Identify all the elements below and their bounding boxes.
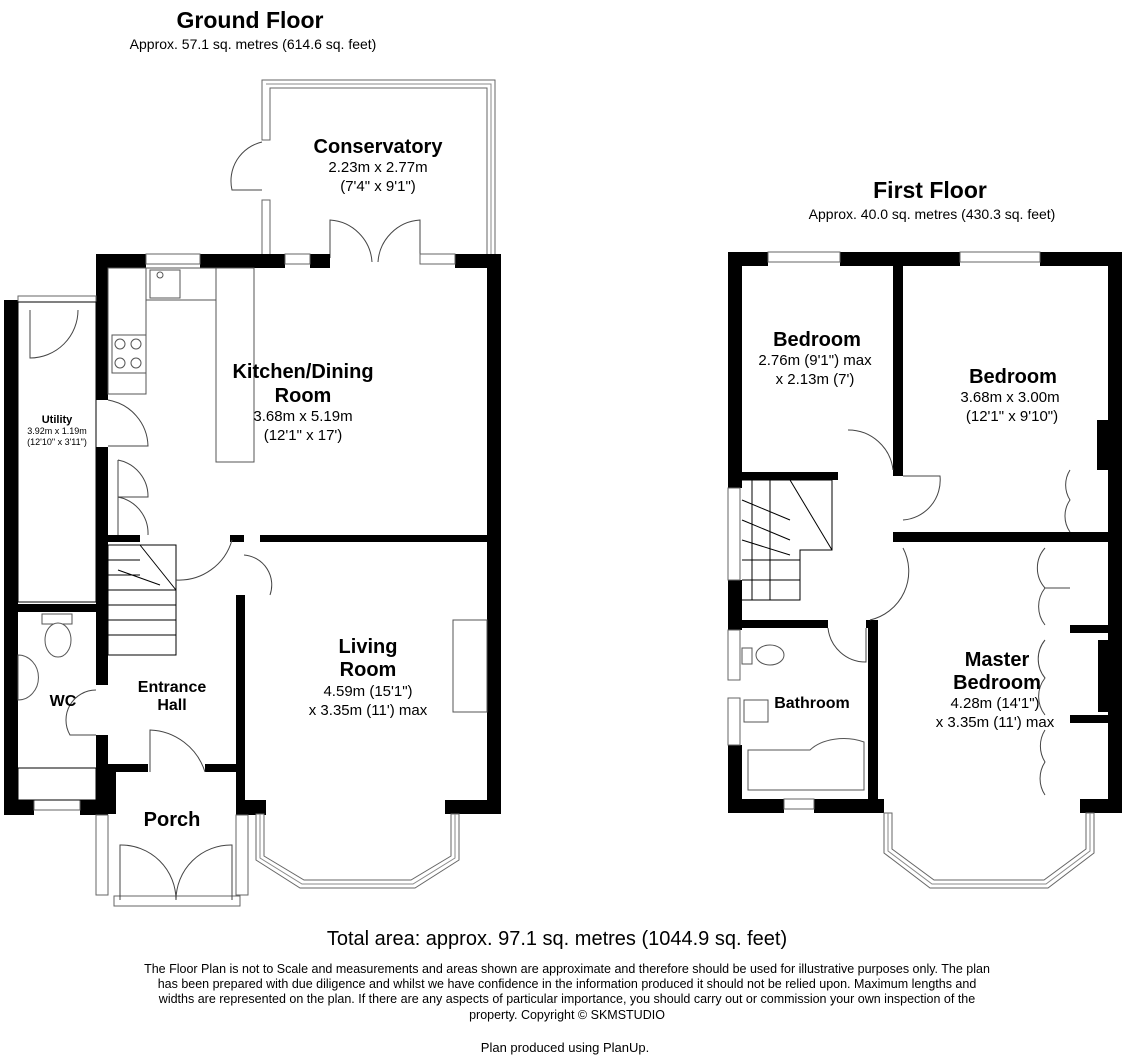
- wc-fixtures: [17, 613, 97, 801]
- first-floor-title: First Floor: [873, 177, 987, 203]
- disclaimer-line-4: property. Copyright © SKMSTUDIO: [469, 1008, 665, 1022]
- first-floor-plan: Bedroom 2.76m (9'1") max x 2.13m (7') Be…: [727, 251, 1122, 889]
- conservatory-dim-metric: 2.23m x 2.77m: [328, 159, 427, 176]
- master-dim-imperial: x 3.35m (11') max: [936, 714, 1055, 731]
- first-floor-walls: [728, 252, 1122, 813]
- entrance-label-line2: Hall: [157, 697, 186, 714]
- bedroom-dim-imperial: (12'1" x 9'10"): [966, 408, 1058, 425]
- disclaimer-line-3: widths are represented on the plan. If t…: [158, 992, 975, 1006]
- living-dim-imperial: x 3.35m (11') max: [309, 702, 428, 719]
- master-dim-metric: 4.28m (14'1"): [950, 695, 1039, 712]
- bathroom-label: Bathroom: [774, 695, 850, 712]
- ground-floor-walls: [4, 254, 501, 815]
- living-label-line1: Living: [339, 636, 398, 658]
- total-area: Total area: approx. 97.1 sq. metres (104…: [327, 928, 787, 950]
- ground-floor-title: Ground Floor: [177, 7, 324, 33]
- ground-staircase: [107, 544, 177, 656]
- living-label-line2: Room: [340, 659, 397, 681]
- bedroom-dim-metric: 3.68m x 3.00m: [960, 389, 1059, 406]
- kitchen-label-line2: Room: [275, 385, 332, 407]
- conservatory-dim-imperial: (7'4" x 9'1"): [340, 178, 416, 195]
- kitchen-dim-imperial: (12'1" x 17'): [264, 427, 343, 444]
- master-label-line2: Bedroom: [953, 672, 1041, 694]
- utility-label: Utility: [42, 414, 73, 426]
- utility-dim-imperial: (12'10" x 3'11"): [27, 437, 87, 447]
- disclaimer-line-1: The Floor Plan is not to Scale and measu…: [144, 962, 990, 976]
- ground-floor-plan: Conservatory 2.23m x 2.77m (7'4" x 9'1"): [4, 79, 501, 907]
- kitchen-label-line1: Kitchen/Dining: [232, 361, 373, 383]
- first-floor-staircase: [741, 479, 833, 601]
- conservatory: Conservatory 2.23m x 2.77m (7'4" x 9'1"): [230, 79, 496, 263]
- utility-dim-metric: 3.92m x 1.19m: [27, 426, 87, 436]
- bedroom-label: Bedroom: [969, 366, 1057, 388]
- porch-label: Porch: [144, 809, 201, 831]
- plan-credit: Plan produced using PlanUp.: [481, 1040, 649, 1055]
- ground-floor-area: Approx. 57.1 sq. metres (614.6 sq. feet): [130, 36, 377, 52]
- bedroom-small-dim-metric: 2.76m (9'1") max: [758, 352, 872, 369]
- wc-label: WC: [50, 693, 77, 710]
- kitchen-units: [107, 267, 255, 463]
- disclaimer-line-2: has been prepared with due diligence and…: [158, 977, 977, 991]
- bedroom-small-dim-imperial: x 2.13m (7'): [776, 371, 855, 388]
- bathroom-fixtures: [741, 644, 865, 791]
- first-floor-area: Approx. 40.0 sq. metres (430.3 sq. feet): [809, 206, 1056, 222]
- entrance-label-line1: Entrance: [138, 679, 207, 696]
- bedroom-small-label: Bedroom: [773, 329, 861, 351]
- kitchen-dim-metric: 3.68m x 5.19m: [253, 408, 352, 425]
- living-dim-metric: 4.59m (15'1"): [323, 683, 412, 700]
- master-label-line1: Master: [965, 649, 1030, 671]
- conservatory-label: Conservatory: [314, 136, 444, 158]
